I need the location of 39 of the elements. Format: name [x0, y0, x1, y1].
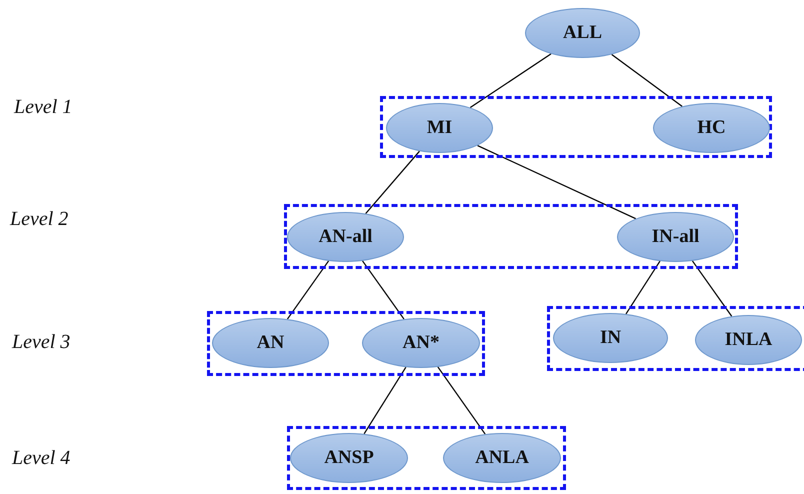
- ellipse-node: [212, 318, 329, 368]
- node-label: ANSP: [324, 447, 374, 469]
- ellipse-node: [287, 212, 404, 262]
- connector-line: [470, 53, 552, 108]
- node-label: INLA: [724, 329, 772, 351]
- node-label: MI: [426, 117, 452, 139]
- connector-line: [437, 366, 486, 434]
- connector-line: [365, 150, 420, 214]
- level-label: Level 2: [10, 208, 68, 231]
- level-label: Level 4: [12, 447, 70, 470]
- node-label: AN-all: [318, 226, 372, 248]
- connector-line: [692, 260, 732, 317]
- ellipse-node: [362, 318, 480, 368]
- ellipse-node: [553, 313, 668, 363]
- level-label: Level 1: [14, 96, 72, 119]
- ellipse-node: [653, 103, 770, 153]
- node-label: AN*: [402, 332, 440, 354]
- node-label: IN-all: [652, 226, 700, 248]
- node-label: ALL: [562, 22, 602, 44]
- connector-line: [364, 366, 406, 434]
- connector-line: [362, 260, 404, 320]
- dashed-group-box: [284, 204, 738, 269]
- node-label: HC: [697, 117, 726, 139]
- connector-line: [286, 260, 330, 320]
- node-label: AN: [256, 332, 284, 354]
- ellipse-node: [386, 103, 493, 153]
- level-label: Level 3: [12, 331, 70, 354]
- dashed-group-box: [207, 311, 485, 376]
- connector-line: [477, 145, 636, 220]
- dashed-group-box: [287, 426, 566, 490]
- dashed-group-box: [547, 306, 804, 371]
- node-label: IN: [600, 327, 622, 349]
- connector-line: [611, 54, 682, 107]
- ellipse-node: [290, 433, 408, 483]
- ellipse-node: [617, 212, 734, 262]
- node-label: ANLA: [475, 447, 529, 469]
- ellipse-node: [443, 433, 561, 483]
- dashed-group-box: [380, 96, 772, 158]
- connector-line: [626, 260, 660, 314]
